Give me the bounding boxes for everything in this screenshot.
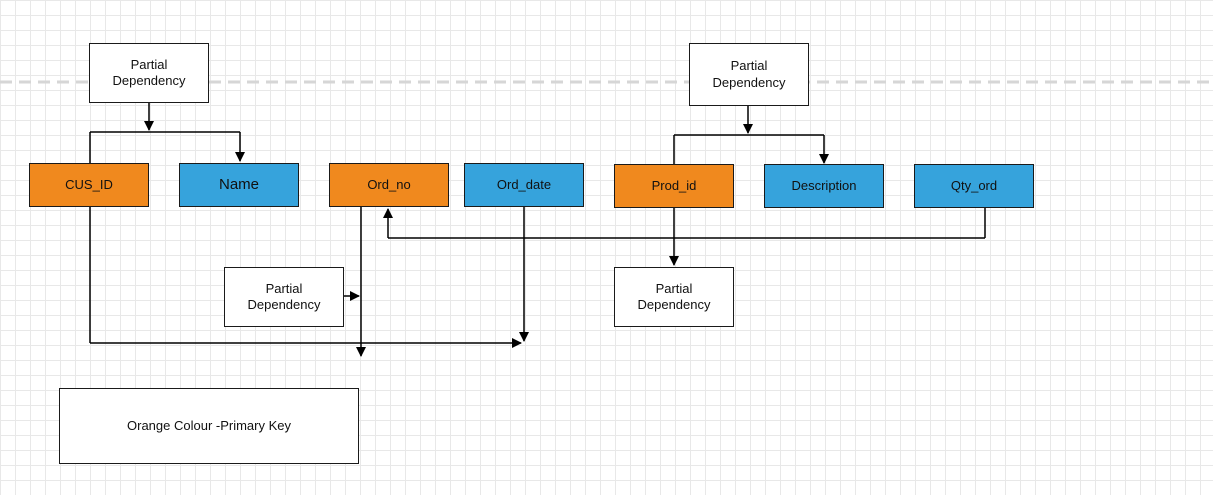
note-label: Partial Dependency xyxy=(112,56,186,88)
note-label: Partial Dependency xyxy=(712,58,786,90)
attribute-qty-ord: Qty_ord xyxy=(914,164,1034,208)
note-label: Partial Dependency xyxy=(637,280,711,312)
note-label: Partial Dependency xyxy=(247,280,321,312)
attribute-name: Name xyxy=(179,163,299,207)
partial-dependency-note-top-left: Partial Dependency xyxy=(89,43,209,103)
attribute-cus-id: CUS_ID xyxy=(29,163,149,207)
attribute-label: Description xyxy=(791,177,857,193)
partial-dependency-note-top-right: Partial Dependency xyxy=(689,43,809,106)
attribute-label: CUS_ID xyxy=(65,176,113,192)
attribute-label: Qty_ord xyxy=(950,177,998,193)
attribute-ord-date: Ord_date xyxy=(464,163,584,207)
attribute-description: Description xyxy=(764,164,884,208)
partial-dependency-note-mid-left: Partial Dependency xyxy=(224,267,344,327)
attribute-label: Name xyxy=(218,175,259,193)
attribute-ord-no: Ord_no xyxy=(329,163,449,207)
partial-dependency-note-mid-right: Partial Dependency xyxy=(614,267,734,327)
attribute-label: Ord_date xyxy=(496,176,552,192)
legend-label: Orange Colour -Primary Key xyxy=(127,417,291,433)
attribute-label: Ord_no xyxy=(367,176,411,192)
legend-box: Orange Colour -Primary Key xyxy=(59,388,359,464)
attribute-label: Prod_id xyxy=(651,177,697,193)
attribute-prod-id: Prod_id xyxy=(614,164,734,208)
